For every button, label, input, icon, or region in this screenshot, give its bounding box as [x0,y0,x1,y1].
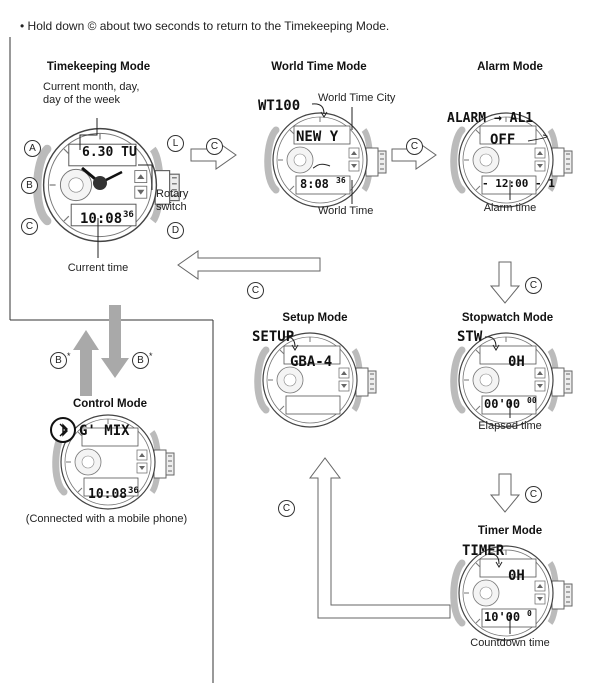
curve-stw [484,336,497,348]
tk-lcd-bottom: 10:08 [80,211,123,227]
control-label-connected: (Connected with a mobile phone) [25,513,188,525]
timer-lcd-top: 0H [508,568,525,584]
c-label-stw-timer: C [525,486,542,503]
c-label-tk-world: C [206,138,223,155]
c-label-alarm-stw: C [525,277,542,294]
alarm-lcd-bottom: - 12:00 - 1 [482,177,555,190]
arrow-timer-to-setup [309,457,451,619]
curve-world [311,103,325,115]
rotary-line1: Rotary [156,188,189,200]
button-c-label: C [21,218,38,235]
bluetooth-glyph [59,423,68,437]
world-lcd-code: WT100 [258,98,301,114]
arrow-alarm-to-stw [489,261,521,304]
instruction-note: • Hold down © about two seconds to retur… [20,19,390,33]
stw-lcd-top: 0H [508,354,525,370]
hand-hub [93,176,107,190]
curve-timer [487,553,500,565]
world-label-city: World Time City [318,92,396,104]
watch-alarm [454,113,572,207]
button-d-label: D [167,222,184,239]
title-alarm: Alarm Mode [477,61,543,73]
watch-stopwatch [454,333,572,427]
control-lcd-bottom: 10:08 [88,487,128,502]
tk-lcd-top: 6.30 TU [82,145,137,160]
b-suffix-right: * [149,351,153,361]
rotary-line2: switch [156,201,187,213]
watch-world-time [268,113,386,207]
control-lcd-seconds: 36 [128,486,139,496]
button-l-label: L [167,135,184,152]
b-suffix-left: * [67,351,71,361]
tk-desc-line1: Current month, day, [43,81,140,93]
timer-lcd-bottom: 10'00 [484,610,521,624]
alarm-lcd-top: OFF [490,132,516,148]
stw-label-elapsed: Elapsed time [478,420,542,432]
setup-lcd-top: GBA-4 [290,354,333,370]
world-lcd-seconds: 36 [336,176,346,185]
stw-lcd-code: STW [457,329,483,345]
timer-lcd-seconds: 0 [527,609,532,618]
alarm-lcd-code: ALARM → AL1 [447,111,534,126]
world-lcd-top: NEW Y [296,129,339,145]
watch-setup [258,333,376,427]
stw-lcd-seconds: 00 [527,396,537,405]
arrow-stw-to-timer [489,473,521,513]
watch-timer [454,546,572,640]
control-lcd-top: G' MIX [79,423,130,439]
b-label-left: B [50,352,67,369]
stw-lcd-bottom: 00'00 [484,397,521,411]
setup-lcd-code: SETUP [252,329,295,345]
world-label-time: World Time [318,205,374,217]
title-world-time: World Time Mode [271,61,367,73]
title-stopwatch: Stopwatch Mode [461,312,554,324]
tk-lcd-seconds: 36 [123,210,134,220]
world-lcd-bottom: 8:08 [300,177,329,191]
button-a-label: A [24,140,41,157]
c-label-world-alarm: C [406,138,423,155]
tk-label-current-time: Current time [67,262,129,274]
curve-alarm [527,134,548,142]
arrow-tk-to-control [101,305,129,378]
arrow-control-to-tk [73,330,99,396]
curve-setup [283,336,296,348]
title-timekeeping: Timekeeping Mode [46,61,151,73]
title-setup: Setup Mode [282,312,348,324]
tk-desc-line2: day of the week [43,94,121,106]
button-b-label: B [21,177,38,194]
b-label-right: B [132,352,149,369]
title-timer: Timer Mode [477,525,543,537]
title-control: Control Mode [72,398,148,410]
arrow-setup-to-tk [177,250,321,280]
alarm-label-time: Alarm time [483,202,537,214]
timer-lcd-code: TIMER [462,543,505,559]
pointer-tk-date [79,118,98,150]
c-label-setup-tk: C [247,282,264,299]
timer-label-countdown: Countdown time [470,637,550,649]
c-label-timer-setup: C [278,500,295,517]
